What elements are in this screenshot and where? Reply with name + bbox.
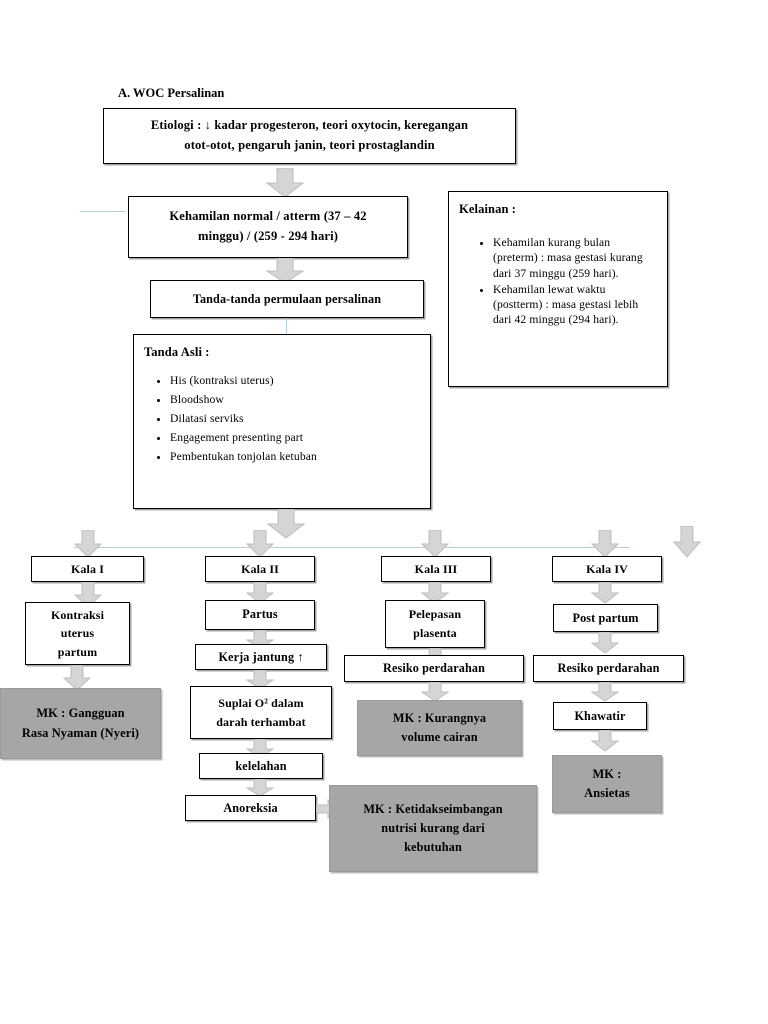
node-kelainan-heading: Kelainan :	[459, 202, 517, 216]
node-kontraksi-line2: uterus	[60, 626, 95, 641]
arrow-down-icon-bus-to-kala-4	[590, 530, 620, 558]
node-kala-3-header: Kala III	[381, 556, 491, 582]
node-mk-nutrisi-line1: MK : Ketidakseimbangan	[363, 801, 503, 816]
node-mk-ketidakseimbangan-nutrisi: MK : Ketidakseimbangan nutrisi kurang da…	[329, 785, 537, 872]
node-pelepasan-line1: Pelepasan	[408, 607, 462, 622]
arrow-down-icon-etiologi-to-kehamilan	[265, 168, 305, 198]
node-kehamilan-normal: Kehamilan normal / atterm (37 – 42 mingg…	[128, 196, 408, 258]
node-kehamilan-normal-line2: minggu) / (259 - 294 hari)	[197, 229, 339, 243]
arrow-down-icon-tanda-asli-to-bus	[266, 509, 306, 539]
page-title: A. WOC Persalinan	[118, 86, 225, 100]
node-suplai-o2-line2: darah terhambat	[216, 714, 306, 729]
list-item: Kehamilan kurang bulan (preterm) : masa …	[493, 235, 657, 280]
arrow-down-icon-bus-to-kala-2	[245, 530, 275, 558]
arrow-down-icon-bus-to-kala-3	[420, 530, 450, 558]
node-post-partum: Post partum	[553, 604, 658, 632]
tanda-asli-list: His (kontraksi uterus) Bloodshow Dilatas…	[144, 372, 317, 466]
node-kontraksi-uterus-partum: Kontraksi uterus partum	[25, 602, 130, 665]
arrow-down-icon-kala-1-to-kontraksi	[73, 582, 103, 608]
node-mk-kurangnya-volume-cairan: MK : Kurangnya volume cairan	[357, 700, 522, 756]
node-kelainan: Kelainan : Kehamilan kurang bulan (prete…	[448, 191, 668, 387]
node-mk-ansietas-line2: Ansietas	[584, 786, 630, 800]
arrow-down-icon-resiko-4-to-khawatir	[590, 682, 620, 702]
connector-tanda-to-tanda-asli	[286, 318, 288, 336]
node-suplai-o2: Suplai O² dalam darah terhambat	[190, 686, 332, 739]
node-mk-nutrisi-line3: kebutuhan	[404, 840, 462, 855]
node-mk-ansietas: MK : Ansietas	[552, 755, 662, 813]
node-mk-cairan-line1: MK : Kurangnya	[392, 710, 487, 725]
arrow-down-icon-kontraksi-to-mk	[62, 665, 92, 691]
node-resiko-perdarahan-kala-4: Resiko perdarahan	[533, 655, 684, 682]
node-kehamilan-normal-line1: Kehamilan normal / atterm (37 – 42	[169, 209, 367, 224]
node-kala-2-header: Kala II	[205, 556, 315, 582]
node-kala-1-header: Kala I	[31, 556, 144, 582]
node-resiko-perdarahan-kala-3: Resiko perdarahan	[344, 655, 524, 682]
node-tanda-asli: Tanda Asli : His (kontraksi uterus) Bloo…	[133, 334, 431, 509]
list-item: His (kontraksi uterus)	[170, 372, 317, 391]
connector-stub-left	[80, 211, 126, 213]
node-etiologi-line2: otot-otot, pengaruh janin, teori prostag…	[184, 138, 435, 152]
arrow-down-icon-kala-4-to-post-partum	[590, 582, 620, 604]
node-anoreksia: Anoreksia	[185, 795, 316, 821]
node-etiologi: Etiologi : ↓ kadar progesteron, teori ox…	[103, 108, 516, 164]
list-item: Engagement presenting part	[170, 429, 317, 448]
node-tanda-permulaan: Tanda-tanda permulaan persalinan	[150, 280, 424, 318]
list-item: Bloodshow	[170, 391, 317, 410]
arrow-down-icon-kala-2-to-partus	[245, 582, 275, 604]
node-kontraksi-line3: partum	[57, 644, 98, 659]
list-item: Dilatasi serviks	[170, 410, 317, 429]
node-khawatir: Khawatir	[553, 702, 647, 730]
node-kelelahan: kelelahan	[199, 753, 323, 779]
arrow-down-icon-resiko-3-to-mk	[420, 682, 450, 702]
node-tanda-asli-heading: Tanda Asli :	[144, 345, 210, 359]
node-partus: Partus	[205, 600, 315, 630]
arrow-down-icon-stray-right	[672, 526, 702, 558]
arrow-down-icon-kehamilan-to-tanda	[265, 258, 305, 284]
arrow-down-icon-khawatir-to-mk-ansietas	[590, 730, 620, 752]
connector-branch-bus	[74, 547, 630, 549]
list-item: Kehamilan lewat waktu (postterm) : masa …	[493, 282, 657, 327]
node-mk-gangguan-line1: MK : Gangguan	[36, 706, 125, 721]
node-mk-ansietas-line1: MK :	[592, 766, 622, 781]
node-pelepasan-line2: plasenta	[413, 626, 457, 640]
kelainan-list: Kehamilan kurang bulan (preterm) : masa …	[459, 235, 657, 327]
node-kontraksi-line1: Kontraksi	[50, 607, 105, 622]
node-mk-cairan-line2: volume cairan	[401, 730, 478, 744]
arrow-down-icon-bus-to-kala-1	[73, 530, 103, 558]
arrow-down-icon-kerja-jantung-to-suplai	[245, 670, 275, 690]
node-mk-gangguan-line2: Rasa Nyaman (Nyeri)	[21, 725, 140, 740]
arrow-down-icon-post-partum-to-resiko-4	[590, 632, 620, 654]
node-etiologi-line1: Etiologi : ↓ kadar progesteron, teori ox…	[150, 118, 469, 133]
arrow-down-icon-kala-3-to-pelepasan	[420, 582, 450, 604]
node-pelepasan-plasenta: Pelepasan plasenta	[385, 600, 485, 648]
node-kala-4-header: Kala IV	[552, 556, 662, 582]
node-suplai-o2-line1: Suplai O² dalam	[218, 695, 304, 710]
list-item: Pembentukan tonjolan ketuban	[170, 448, 317, 467]
node-kerja-jantung: Kerja jantung ↑	[195, 644, 327, 670]
node-mk-gangguan-rasa-nyaman: MK : Gangguan Rasa Nyaman (Nyeri)	[0, 688, 161, 759]
arrow-down-icon-kelelahan-to-anoreksia	[245, 779, 275, 797]
node-mk-nutrisi-line2: nutrisi kurang dari	[381, 820, 485, 835]
